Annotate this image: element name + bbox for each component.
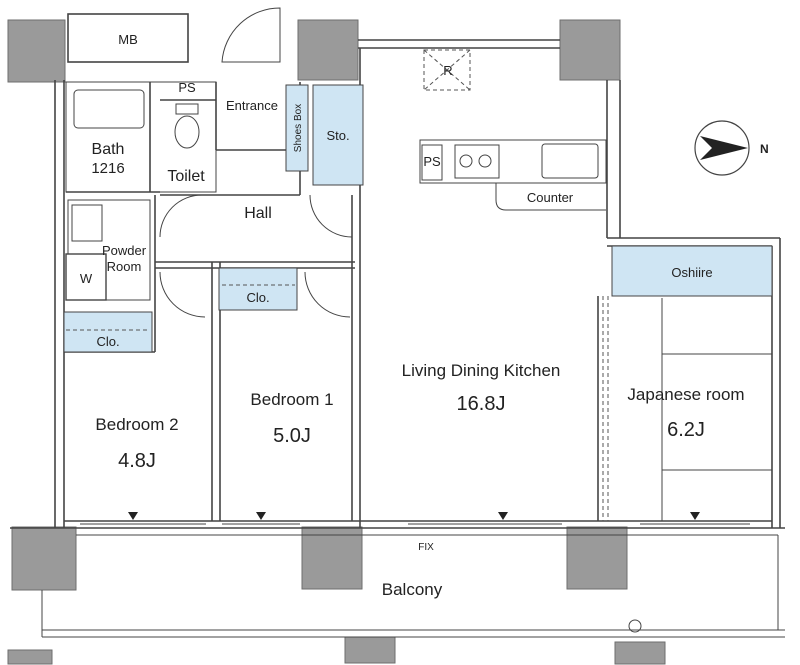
window-markers (128, 512, 700, 520)
fix-label: FIX (418, 542, 434, 553)
japanese-room-size-label: 6.2J (667, 419, 705, 441)
refrigerator-label: R (443, 63, 452, 78)
balcony-label: Balcony (382, 580, 443, 599)
column-bottom-right (566, 526, 628, 590)
balcony-post-2 (344, 636, 396, 664)
shoes-box-label: Shoes Box (293, 104, 304, 152)
bedroom1-label: Bedroom 1 (250, 390, 333, 409)
structural-walls (7, 19, 666, 665)
closet-mid-shape (218, 267, 298, 311)
closet-left-shape (63, 311, 153, 353)
powder-room-label-1: Powder (102, 243, 147, 258)
column-bottom-middle (301, 526, 363, 590)
window-marker-japanese (690, 512, 700, 520)
mb-label: MB (118, 32, 138, 47)
washer-label: W (80, 271, 93, 286)
toilet-label: Toilet (167, 168, 205, 185)
column-top-left (7, 19, 66, 83)
balcony-post-3 (614, 641, 666, 665)
ldk-label: Living Dining Kitchen (402, 361, 561, 380)
window-marker-bedroom2 (128, 512, 138, 520)
oshiire-shape (611, 245, 773, 297)
ldk-size-label: 16.8J (457, 393, 506, 415)
ps-top-label: PS (178, 80, 196, 95)
oshiire-label: Oshiire (671, 265, 712, 280)
bedroom2-size-label: 4.8J (118, 450, 156, 472)
storage-label: Sto. (326, 128, 349, 143)
window-marker-bedroom1 (256, 512, 266, 520)
entrance-label: Entrance (226, 98, 278, 113)
japanese-room-label: Japanese room (627, 385, 744, 404)
north-arrow-icon: N (694, 120, 769, 176)
column-top-middle (297, 19, 359, 81)
hall-label: Hall (244, 205, 272, 222)
powder-room-label-2: Room (107, 259, 142, 274)
storage-areas (63, 84, 773, 353)
bath-label: Bath (92, 141, 125, 158)
column-top-right (559, 19, 621, 81)
closet-left-label: Clo. (96, 334, 119, 349)
bedroom1-size-label: 5.0J (273, 425, 311, 447)
counter-label: Counter (527, 190, 574, 205)
closet-mid-label: Clo. (246, 290, 269, 305)
window-marker-ldk (498, 512, 508, 520)
bedroom2-label: Bedroom 2 (95, 415, 178, 434)
shoes-box-shape (285, 84, 309, 172)
bath-size-label: 1216 (91, 160, 124, 177)
ps-kitchen-label: PS (423, 154, 441, 169)
room-labels: MB PS Entrance Shoes Box Sto. Bath 1216 … (80, 32, 745, 599)
balcony-post-1 (7, 649, 53, 665)
storage-shape (312, 84, 364, 186)
compass-north-label: N (760, 142, 769, 156)
column-bottom-left (11, 526, 77, 591)
